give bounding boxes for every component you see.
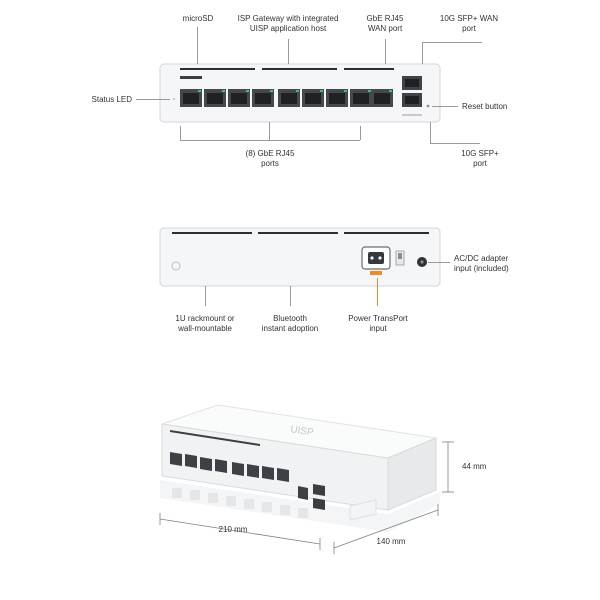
rackmount-leader	[205, 286, 206, 306]
label-gateway: ISP Gateway with integrated UISP applica…	[237, 14, 339, 33]
brand-text: UISP	[290, 424, 315, 439]
dimension-height: 44 mm	[462, 462, 487, 471]
vent-bar	[180, 68, 255, 70]
label-bluetooth: Bluetooth instant adoption	[261, 314, 319, 333]
sfp-wan-leader-v	[422, 42, 423, 64]
dimension-depth: 140 mm	[376, 537, 406, 546]
microsd-leader	[197, 27, 198, 64]
dimension-width: 210 mm	[218, 525, 248, 534]
sfp-wan-leader-h	[422, 42, 482, 43]
isometric-device: UISP	[160, 404, 440, 532]
vent-bar	[344, 68, 394, 70]
label-wan-port: GbE RJ45 WAN port	[366, 14, 404, 33]
status-led	[172, 97, 176, 101]
rj45-bracket	[180, 140, 360, 141]
front-view-device	[159, 63, 441, 123]
bluetooth-icon	[171, 261, 181, 271]
sfp-ports	[402, 76, 422, 107]
dimension-lines	[159, 441, 454, 554]
sfp-leader-h	[430, 143, 480, 144]
power-transport-tag	[370, 271, 382, 275]
label-rackmount: 1U rackmount or wall-mountable	[175, 314, 235, 333]
reset-button-hole	[426, 104, 430, 108]
back-view-device	[159, 227, 441, 287]
label-rj45-ports: (8) GbE RJ45 ports	[245, 149, 295, 168]
sfp-leader-v	[430, 122, 431, 143]
rj45-port-group	[180, 89, 372, 107]
label-adapter: AC/DC adapter input (included)	[454, 254, 509, 273]
status-led-leader	[136, 99, 170, 100]
bluetooth-leader	[290, 286, 291, 306]
wan-leader	[385, 39, 386, 64]
rj45-bracket-r	[360, 126, 361, 140]
iso-rj45-ports	[170, 452, 289, 482]
rj45-leader	[269, 122, 270, 140]
transport-leader	[377, 278, 378, 306]
gateway-leader	[288, 39, 289, 64]
vent-bar	[262, 68, 337, 70]
label-sfp: 10G SFP+ port	[461, 149, 499, 168]
label-transport: Power TransPort input	[348, 314, 408, 333]
label-reset: Reset button	[462, 102, 508, 111]
floor-reflection	[172, 488, 308, 518]
label-microsd: microSD	[182, 14, 214, 23]
label-status-led: Status LED	[91, 95, 132, 104]
label-sfp-wan: 10G SFP+ WAN port	[439, 14, 499, 33]
adapter-leader	[428, 262, 450, 263]
microsd-slot	[180, 76, 202, 79]
rj45-bracket-l	[180, 126, 181, 140]
wan-port	[371, 89, 393, 107]
reset-leader	[432, 106, 458, 107]
